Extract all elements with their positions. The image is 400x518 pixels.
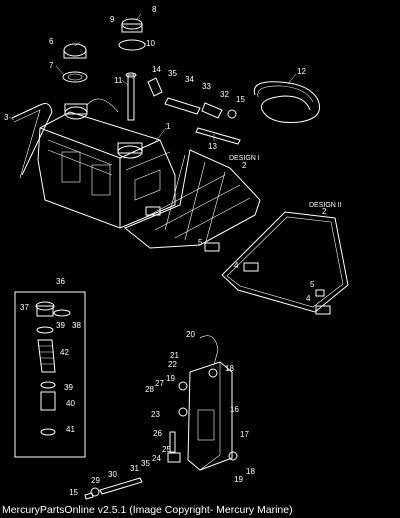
- callout-36: 36: [56, 277, 65, 286]
- fuel-tank: [37, 98, 176, 229]
- callout-42: 42: [60, 348, 69, 357]
- callout-41: 41: [66, 425, 75, 434]
- callout-8: 8: [152, 5, 157, 14]
- callout-24: 24: [152, 454, 161, 463]
- callout-7: 7: [49, 61, 54, 70]
- callout-12: 12: [297, 67, 306, 76]
- fuel-filter-assembly: [84, 335, 238, 500]
- callout-23: 23: [151, 410, 160, 419]
- fuel-pickup-fittings: [125, 72, 241, 145]
- design-1-label: DESIGN I: [229, 155, 260, 162]
- design-2-label: DESIGN II: [309, 202, 342, 209]
- callout-13: 13: [208, 142, 217, 151]
- callout-39: 39: [56, 321, 65, 330]
- callout-21: 21: [170, 351, 179, 360]
- callout-15b: 15: [69, 488, 78, 497]
- callout-19b: 19: [234, 475, 243, 484]
- callout-34: 34: [185, 75, 194, 84]
- callout-28: 28: [145, 385, 154, 394]
- callout-32: 32: [220, 90, 229, 99]
- inset-detail-box: [14, 291, 86, 458]
- callout-10: 10: [146, 39, 155, 48]
- callout-39b: 39: [64, 383, 73, 392]
- callout-11: 11: [114, 76, 123, 85]
- callout-numbers: 1 2 2 3 4 4 5 5 6 7 8 9 10 11 12 13 14 1…: [4, 5, 342, 497]
- callout-15: 15: [236, 95, 245, 104]
- callout-30: 30: [108, 470, 117, 479]
- callout-18b: 18: [246, 467, 255, 476]
- callout-29: 29: [91, 476, 100, 485]
- callout-3: 3: [4, 113, 9, 122]
- callout-25: 25: [162, 445, 171, 454]
- callout-19: 19: [166, 374, 175, 383]
- callout-4b: 4: [306, 294, 311, 303]
- fuel-cap-assembly: [62, 18, 146, 83]
- coiled-hose: [253, 81, 320, 123]
- leader-lines: [8, 13, 297, 143]
- callout-4: 4: [234, 261, 239, 270]
- callout-9: 9: [110, 15, 115, 24]
- callout-18: 18: [225, 364, 234, 373]
- callout-33: 33: [202, 82, 211, 91]
- callout-2b: 2: [322, 207, 327, 216]
- callout-5b: 5: [310, 280, 315, 289]
- callout-35: 35: [168, 69, 177, 78]
- callout-1: 1: [166, 122, 171, 131]
- callout-14: 14: [152, 65, 161, 74]
- tray-design-1: [124, 149, 261, 252]
- fuel-line: [11, 103, 53, 179]
- tray-design-2: [221, 211, 349, 315]
- callout-20: 20: [186, 330, 195, 339]
- callout-35b: 35: [141, 459, 150, 468]
- callout-5: 5: [198, 238, 203, 247]
- callout-27: 27: [155, 379, 164, 388]
- callout-22: 22: [168, 360, 177, 369]
- callout-37: 37: [20, 303, 29, 312]
- copyright-footer: MercuryPartsOnline v2.5.1 (Image Copyrig…: [2, 504, 293, 516]
- callout-6: 6: [49, 37, 54, 46]
- callout-40: 40: [66, 399, 75, 408]
- callout-26: 26: [153, 429, 162, 438]
- callout-38: 38: [72, 321, 81, 330]
- callout-31: 31: [130, 464, 139, 473]
- callout-2: 2: [242, 161, 247, 170]
- callout-16: 16: [230, 405, 239, 414]
- callout-17: 17: [240, 430, 249, 439]
